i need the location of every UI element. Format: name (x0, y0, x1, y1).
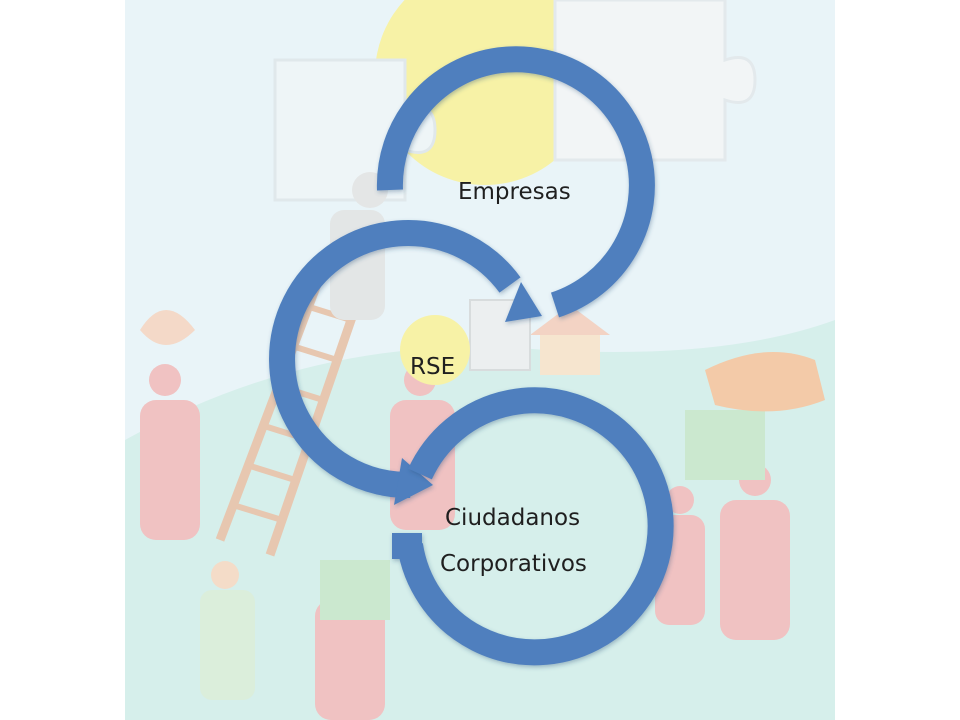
farm-animal (705, 352, 825, 412)
figure-head (666, 486, 694, 514)
arrow-ciudadanos-cycle (392, 387, 674, 666)
puzzle-piece (553, 0, 757, 162)
arrow-ring (376, 46, 655, 318)
node-label-ciudadanos: Ciudadanos (445, 505, 581, 531)
figure-body (720, 500, 790, 640)
puzzle-piece (320, 560, 390, 620)
emblem (140, 310, 195, 345)
arrow-empresas-to-rse (376, 46, 655, 322)
node-label-empresas: Empresas (458, 179, 571, 205)
figure-body (140, 400, 200, 540)
arrow-ring (397, 387, 674, 666)
arrowhead (394, 458, 433, 505)
arrowhead (505, 282, 542, 322)
figure-head (149, 364, 181, 396)
puzzle-piece (685, 410, 765, 480)
arrow-rse-to-ciudadanos (269, 220, 521, 505)
figure-head (211, 561, 239, 589)
farm-house (540, 330, 600, 375)
node-label-corporativos: Corporativos (440, 551, 587, 577)
farm-house-roof (530, 305, 610, 335)
node-label-rse: RSE (410, 354, 456, 380)
arrow-ring (269, 220, 521, 499)
sun-shape (400, 315, 470, 385)
figure-body (200, 590, 255, 700)
figure-body (315, 600, 385, 720)
